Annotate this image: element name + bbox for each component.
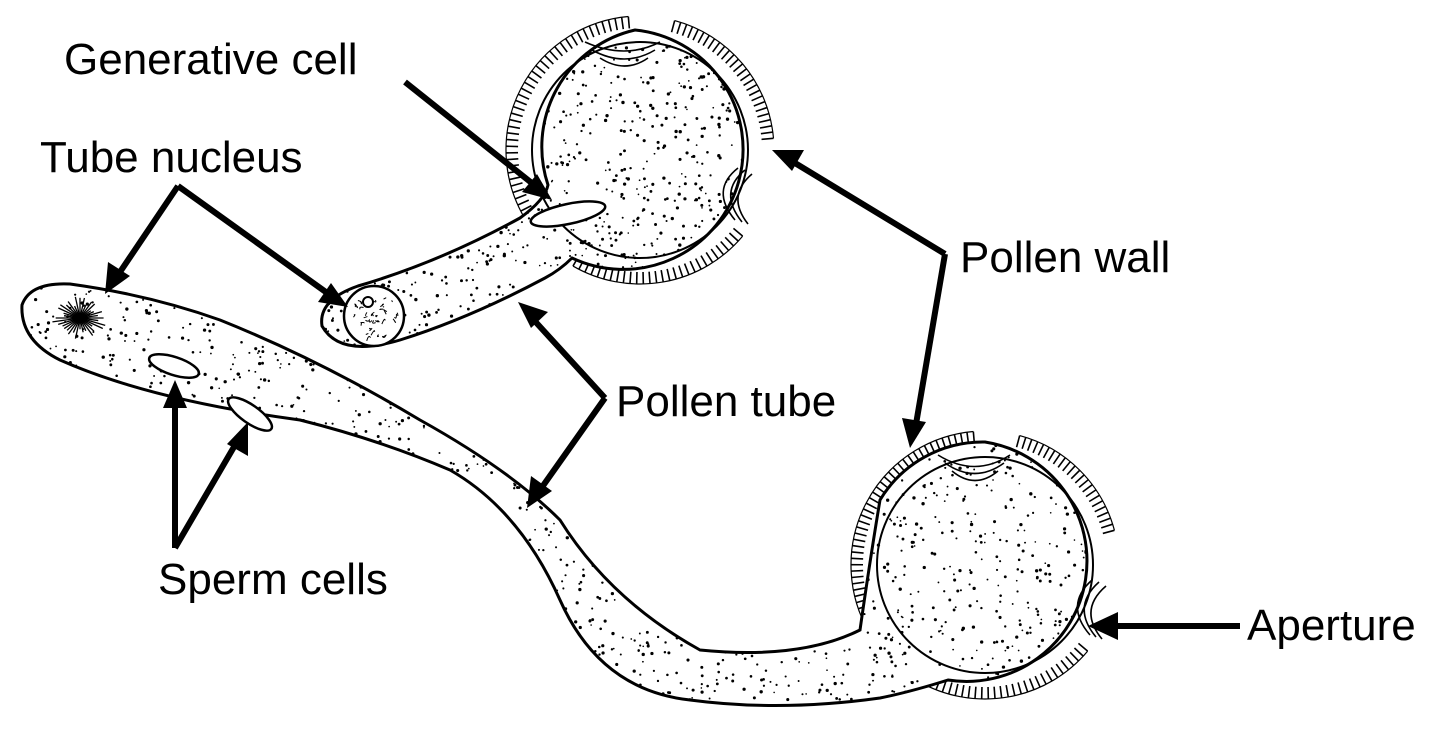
nucleolus-top (362, 296, 374, 308)
arrowhead-sperm-cells-1 (163, 380, 187, 408)
arrowhead-pollen-wall-1 (772, 150, 804, 171)
arrow-pollen-wall-2 (912, 253, 948, 431)
sperm-cell-2 (226, 396, 274, 432)
wall-layers-bottom (937, 454, 1107, 640)
label-generative-cell: Generative cell (64, 35, 357, 84)
arrow-pollen-wall-1 (788, 157, 947, 257)
arrow-tube-nucleus-1 (115, 184, 181, 277)
label-pollen-tube: Pollen tube (616, 377, 836, 426)
pollen-wall-inner-bottom (876, 456, 1094, 674)
arrowhead-tube-nucleus-1 (105, 262, 130, 294)
arrowhead-pollen-tube-2 (527, 476, 552, 508)
pollen-wall-spikes-top (505, 15, 775, 285)
label-tube-nucleus: Tube nucleus (40, 133, 303, 182)
arrowhead-pollen-tube-1 (518, 302, 548, 328)
generative-cell-shape (529, 200, 607, 228)
tube-nucleus-tip (52, 296, 106, 339)
arrowhead-aperture (1088, 612, 1118, 640)
wall-layers-top (584, 41, 753, 225)
arrow-tube-nucleus-2 (176, 183, 332, 298)
pollen-grain-bottom (20, 282, 1116, 708)
arrow-sperm-cells-2 (172, 438, 241, 550)
arrowhead-sperm-cells-2 (227, 422, 248, 456)
arrow-pollen-tube-1 (529, 315, 608, 401)
tube-nucleus-top-shape (342, 284, 406, 348)
pollen-wall-inner-top (531, 41, 749, 259)
arrowhead-pollen-wall-2 (902, 418, 926, 448)
arrow-pollen-tube-2 (537, 396, 608, 492)
label-sperm-cells: Sperm cells (158, 555, 388, 604)
arrowhead-generative-cell (522, 174, 552, 200)
pollen-grain-bottom-body (20, 282, 1089, 708)
sperm-cell-1 (147, 353, 201, 379)
label-aperture: Aperture (1247, 601, 1416, 650)
arrows (105, 79, 1240, 640)
arrowhead-tube-nucleus-2 (318, 283, 348, 307)
arrow-generative-cell (403, 79, 540, 191)
label-pollen-wall: Pollen wall (960, 233, 1170, 282)
